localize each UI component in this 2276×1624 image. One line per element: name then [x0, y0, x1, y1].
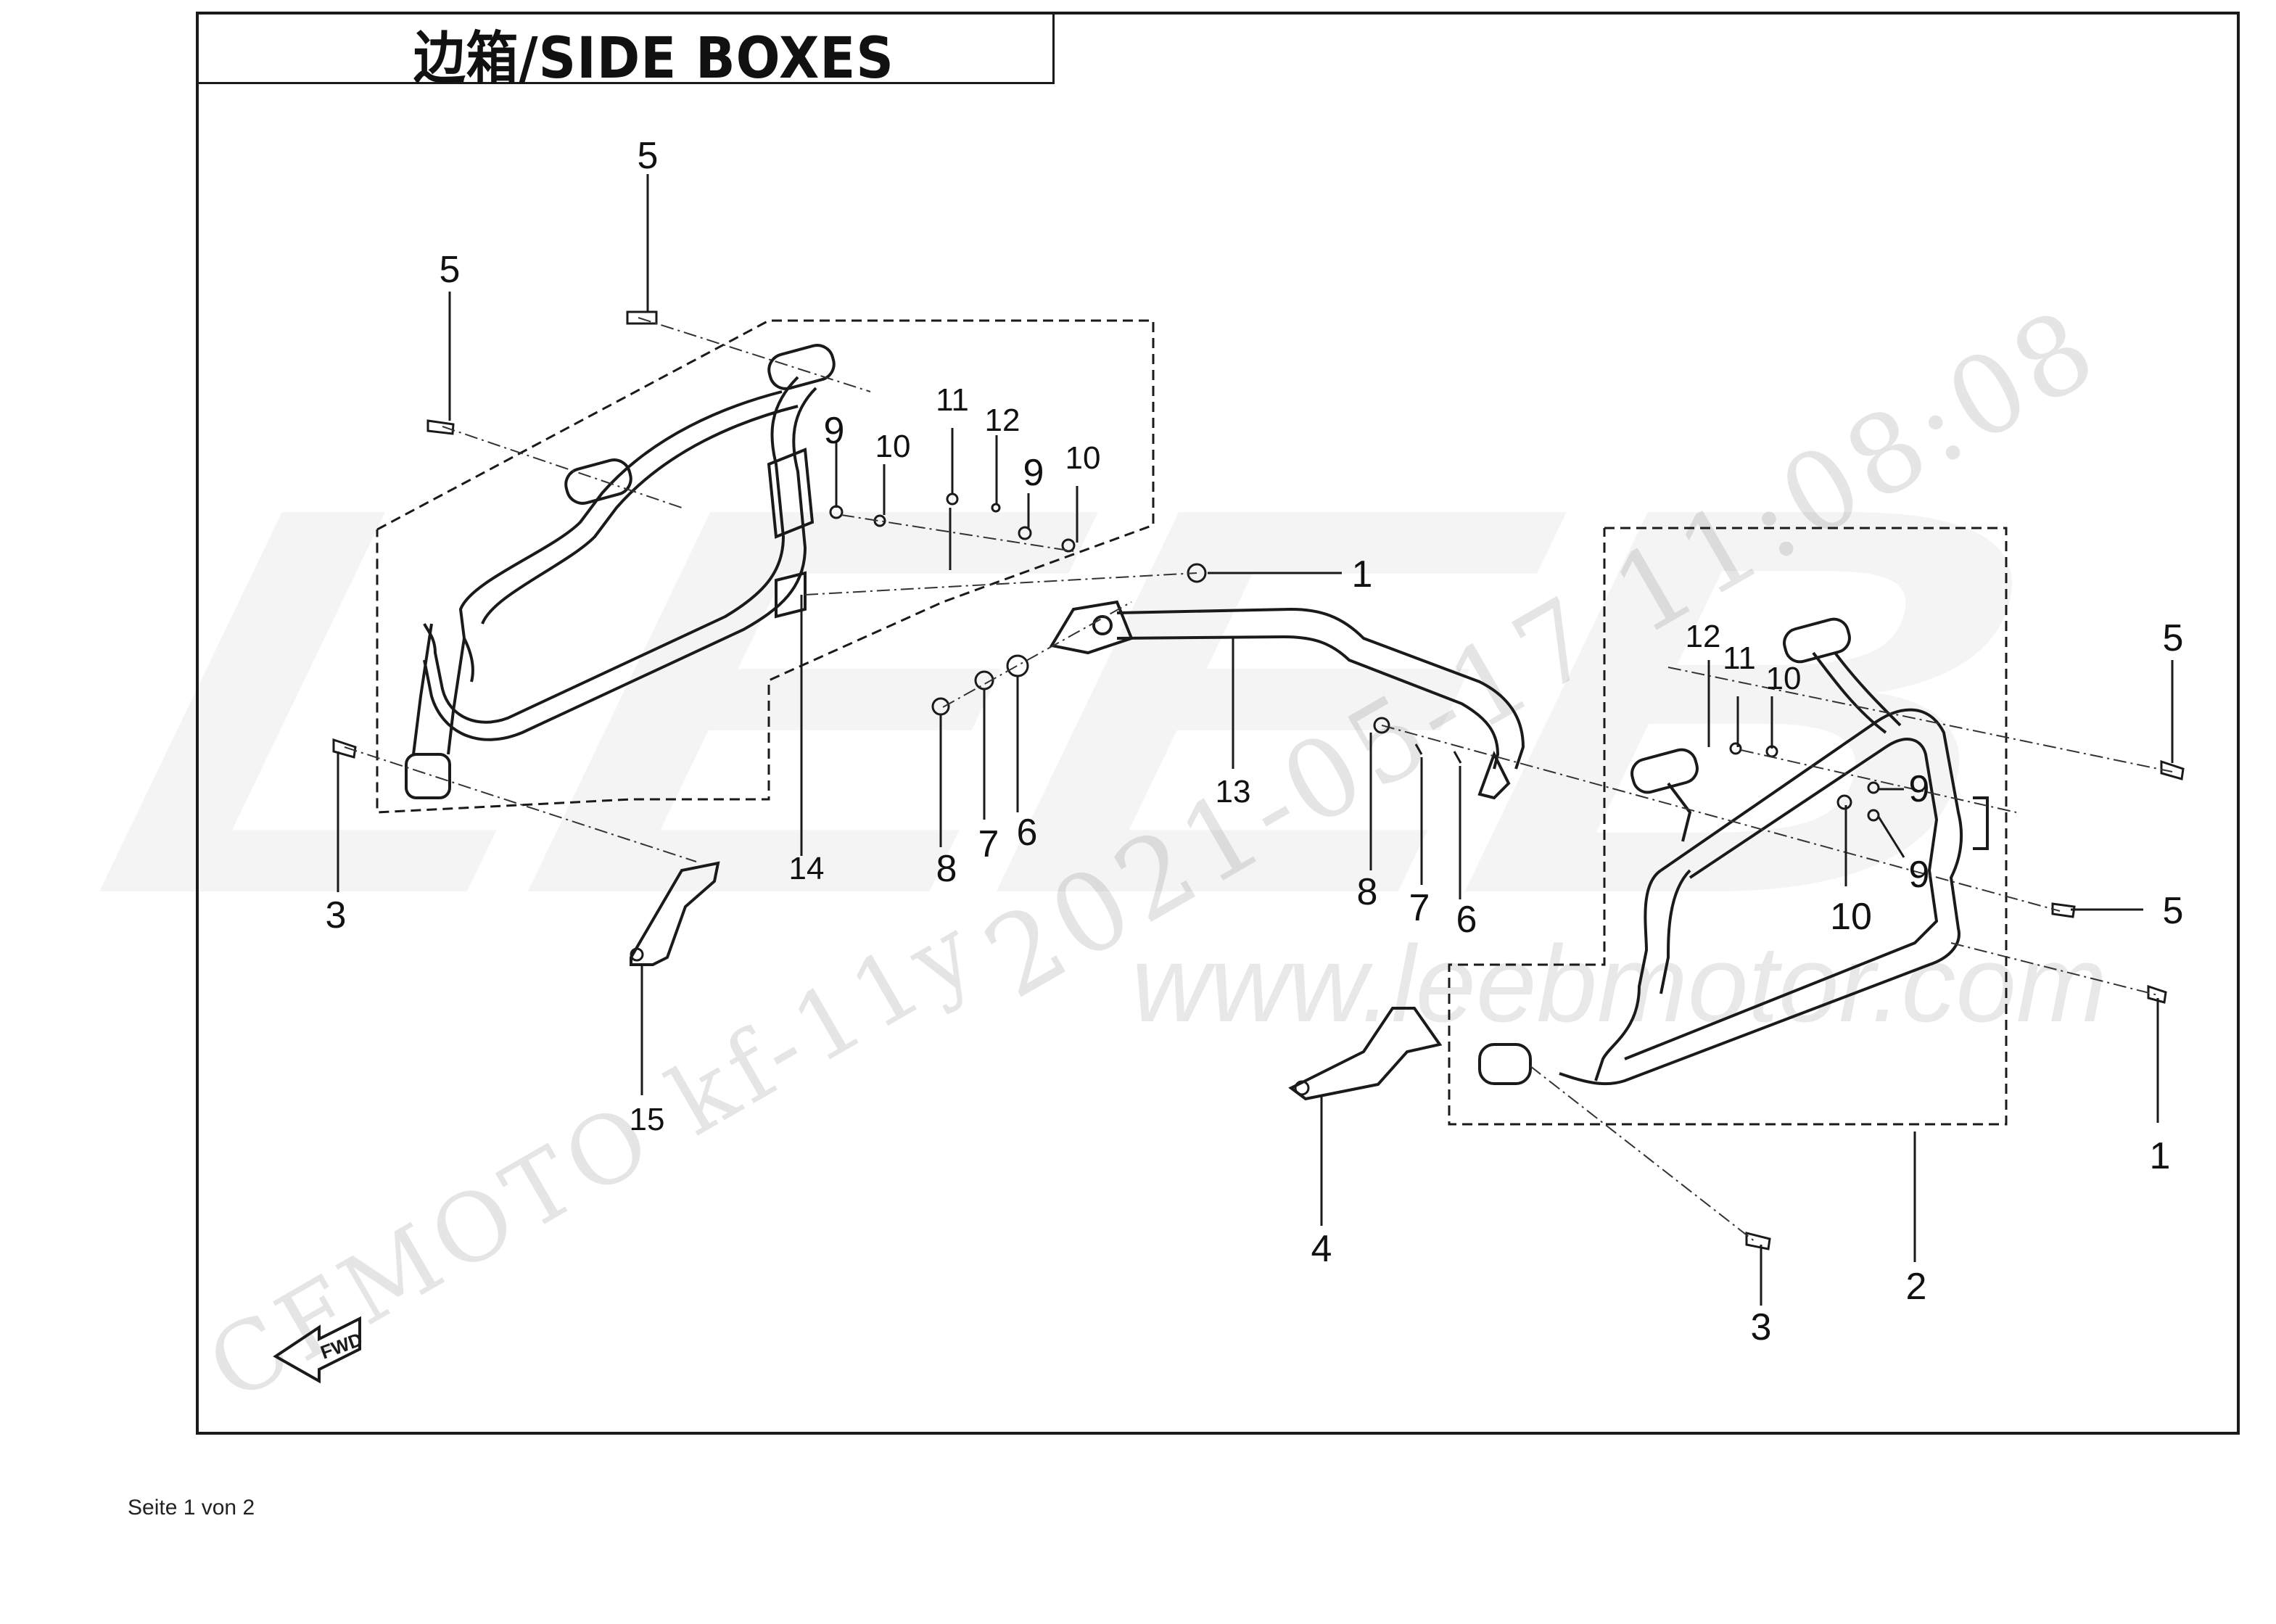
callout-10-left-b: 10	[1065, 440, 1101, 476]
callout-10-right-a: 10	[1765, 661, 1802, 696]
callout-5-right-top: 5	[2162, 617, 2184, 659]
callout-14: 14	[788, 851, 825, 886]
callout-13: 13	[1215, 774, 1251, 809]
callout-7-right: 7	[1409, 887, 1430, 929]
callout-8-mid: 8	[936, 848, 957, 890]
callout-6-right: 6	[1456, 899, 1477, 941]
right-side-rack	[1478, 617, 1989, 1086]
callout-9-left-b: 9	[1023, 452, 1044, 494]
callout-1-upper: 1	[1351, 553, 1373, 595]
assembly-group-2-outline	[1448, 527, 2008, 1126]
callout-9-left-a: 9	[823, 410, 845, 452]
callout-3-left: 3	[325, 894, 347, 936]
page-footer: Seite 1 von 2	[128, 1496, 255, 1520]
page-title: 边箱/SIDE BOXES	[413, 26, 894, 91]
callout-6-mid: 6	[1016, 812, 1038, 854]
callout-11-left: 11	[936, 382, 969, 418]
bracket-4	[1288, 1007, 1443, 1101]
callout-2: 2	[1905, 1266, 1927, 1308]
callout-9-right-b: 9	[1908, 854, 1930, 896]
bracket-15	[630, 861, 720, 966]
callout-10-right-b: 10	[1830, 896, 1872, 938]
callout-7-mid: 7	[978, 823, 999, 865]
callout-12-right: 12	[1685, 619, 1721, 654]
callout-8-right: 8	[1356, 871, 1378, 913]
callout-11-right: 11	[1723, 640, 1756, 676]
callout-3-right: 3	[1750, 1306, 1772, 1348]
diagram-frame	[196, 12, 2240, 1435]
fwd-arrow-icon: FWD	[273, 1316, 366, 1384]
callout-4: 4	[1311, 1228, 1332, 1270]
callout-9-right-a: 9	[1908, 768, 1930, 810]
callout-5-right-mid: 5	[2162, 890, 2184, 932]
callout-10-left-a: 10	[875, 429, 911, 464]
callout-15: 15	[629, 1102, 665, 1137]
title-box	[196, 12, 1055, 84]
left-side-rack	[405, 344, 836, 799]
callout-12-left: 12	[984, 403, 1021, 438]
callout-5-top: 5	[637, 135, 659, 177]
url-watermark: www.leebmotor.com	[1131, 923, 2107, 1044]
rear-crossbar	[1049, 600, 1525, 800]
callout-1-right: 1	[2149, 1135, 2171, 1177]
hardware	[332, 310, 2185, 1250]
callout-5-left: 5	[439, 249, 461, 291]
